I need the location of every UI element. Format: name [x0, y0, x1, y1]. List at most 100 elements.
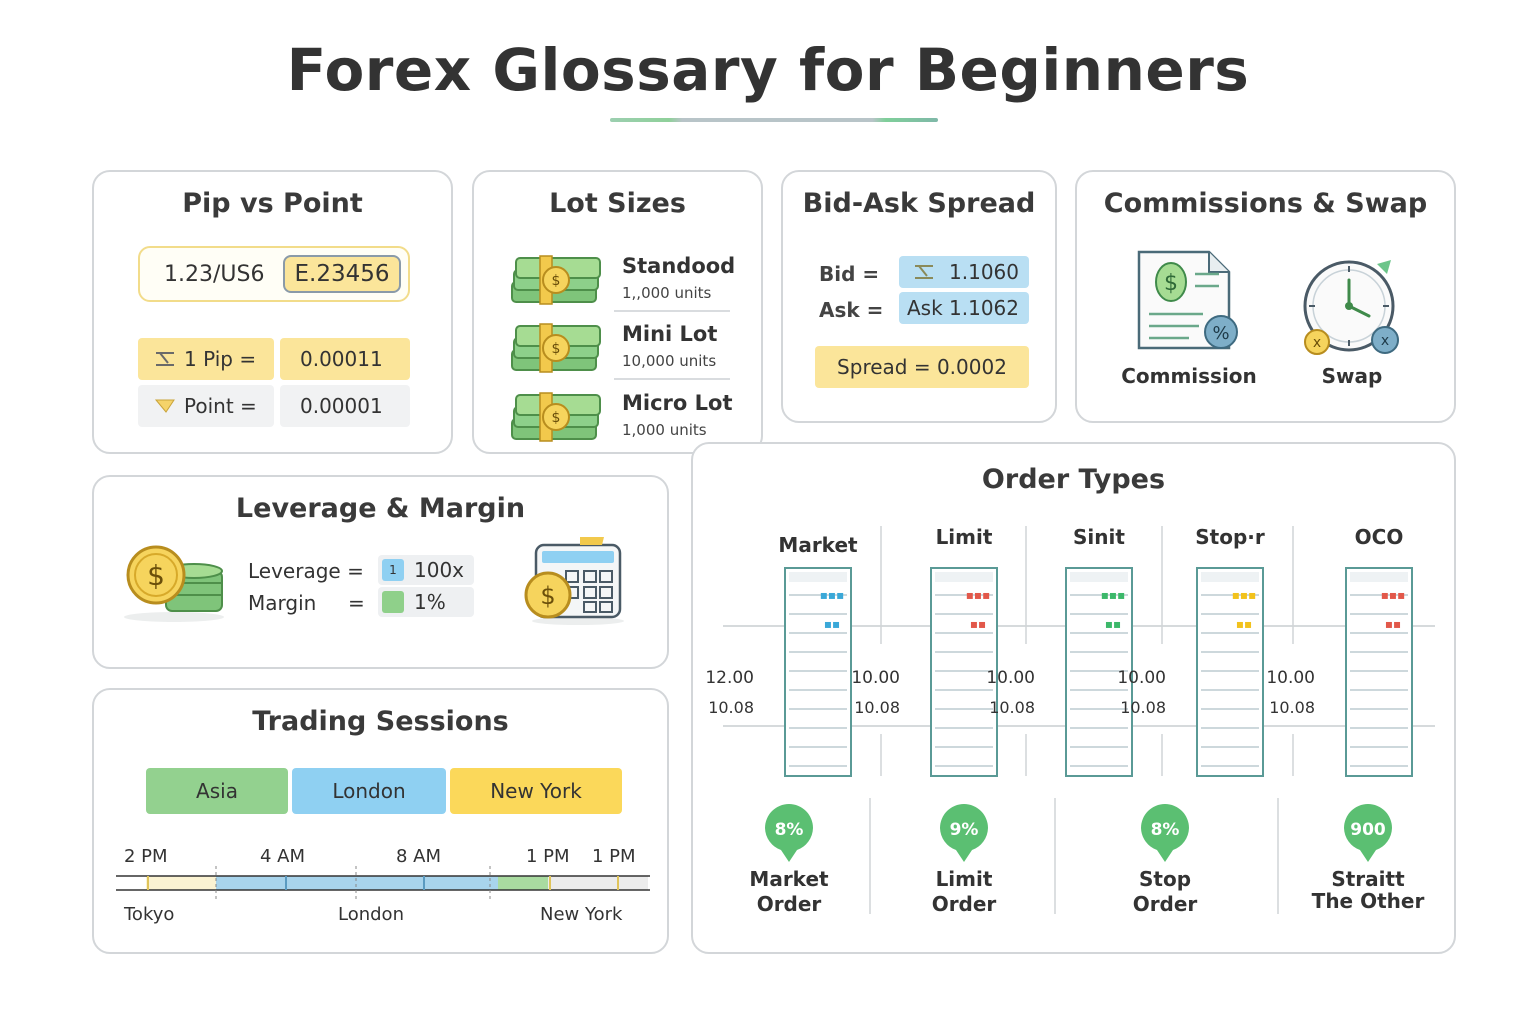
- page-title: Forex Glossary for Beginners: [286, 36, 1250, 104]
- point-value: 0.00001: [280, 385, 410, 427]
- price-label: 10.00: [986, 668, 1035, 688]
- pip-value: 0.00011: [280, 338, 410, 380]
- order-footer-label: Straitt: [1331, 867, 1405, 891]
- lot-units: 1,000 units: [622, 421, 707, 439]
- ask-value: Ask 1.1062: [899, 292, 1029, 324]
- ladder-header-bar: [1070, 572, 1128, 582]
- session-pill-asia: Asia: [146, 768, 288, 814]
- price-label: 10.00: [1117, 668, 1166, 688]
- bid-ask-title: Bid-Ask Spread: [802, 188, 1036, 219]
- price-label: 10.08: [1120, 698, 1166, 717]
- price-label: 10.08: [708, 698, 754, 717]
- time-label: 1 PM: [592, 846, 636, 867]
- bid-ask-card: Bid-Ask Spread Bid = 1.1060 Ask = Ask 1.…: [781, 170, 1057, 423]
- coins-stack-icon: $: [124, 545, 224, 622]
- order-footer-label: Market: [749, 867, 829, 891]
- badge-text: 8%: [775, 820, 804, 840]
- margin-label: Margin: [248, 591, 317, 615]
- ask-label: Ask =: [819, 298, 884, 322]
- svg-text:$: $: [552, 341, 561, 357]
- lot-item-standard: $ Standood 1,,000 units: [510, 252, 740, 314]
- order-mark: ▪▪: [1385, 617, 1401, 631]
- lot-units: 1,,000 units: [622, 284, 712, 302]
- order-mark: ▪▪▪: [1381, 588, 1405, 602]
- order-types-diagram: Market▪▪▪▪▪12.0010.08Limit▪▪▪▪▪10.0010.0…: [705, 525, 1435, 916]
- swap-label: Swap: [1321, 364, 1383, 388]
- pip-marker-icon: [156, 352, 174, 366]
- badge-text: 900: [1350, 820, 1386, 840]
- lot-name: Micro Lot: [622, 391, 733, 415]
- price-label: 10.00: [1266, 668, 1315, 688]
- bid-label: Bid =: [819, 262, 880, 286]
- order-column-header: Sinit: [1073, 525, 1125, 549]
- quote-box: 1.23/US6 E.23456: [138, 246, 410, 302]
- badge-text: 8%: [1151, 820, 1180, 840]
- price-label: 12.00: [705, 668, 754, 688]
- order-footer-label: Limit: [936, 867, 993, 891]
- quote-left: 1.23/US6: [164, 262, 265, 287]
- margin-chip: [382, 591, 404, 613]
- badge-pin-icon: [940, 804, 988, 862]
- svg-text:x: x: [1313, 335, 1321, 351]
- city-label: Tokyo: [124, 904, 175, 925]
- leverage-chip: 1: [382, 559, 404, 581]
- order-footer-label: Order: [757, 892, 822, 916]
- svg-text:$: $: [147, 559, 165, 592]
- invoice-dollar-icon: $ %: [1137, 250, 1238, 350]
- time-label: 1 PM: [526, 846, 570, 867]
- lot-sizes-title: Lot Sizes: [549, 188, 686, 219]
- order-types-title: Order Types: [981, 464, 1166, 495]
- clock-swap-icon: x x: [1303, 260, 1399, 355]
- point-marker-icon: [154, 399, 175, 413]
- calculator-coin-icon: $: [524, 537, 624, 625]
- margin-equals: =: [348, 591, 365, 615]
- time-label: 4 AM: [260, 846, 306, 867]
- time-label: 2 PM: [124, 846, 168, 867]
- margin-value-cell: 1%: [378, 587, 474, 617]
- city-label: London: [338, 904, 404, 925]
- city-label: New York: [540, 904, 623, 925]
- session-pill-new-york: New York: [450, 768, 622, 814]
- svg-text:$: $: [552, 410, 561, 426]
- order-mark: ▪▪: [1105, 617, 1121, 631]
- bid-value: 1.1060: [949, 260, 1019, 284]
- point-label: Point =: [184, 394, 257, 418]
- trading-sessions-title: Trading Sessions: [252, 706, 509, 737]
- leverage-title: Leverage & Margin: [235, 493, 526, 524]
- lot-sizes-card: Lot Sizes $ Standood 1,,000 units $ Mini…: [472, 170, 763, 454]
- lot-units: 10,000 units: [622, 352, 717, 370]
- lot-name: Mini Lot: [622, 322, 718, 346]
- margin-value: 1%: [414, 590, 446, 614]
- svg-text:$: $: [540, 582, 555, 610]
- cash-stack-icon: $: [511, 255, 601, 305]
- session-timeline: [116, 866, 650, 900]
- leverage-value: 100x: [414, 558, 465, 582]
- order-column-header: Stop·r: [1195, 525, 1265, 549]
- trading-sessions-card: Trading Sessions Asia London New York 2 …: [92, 688, 669, 954]
- badge-pin-icon: [1344, 804, 1392, 862]
- commissions-card: Commissions & Swap $ % Commission x x Sw…: [1075, 170, 1456, 423]
- ladder-header-bar: [935, 572, 993, 582]
- bid-value-cell: 1.1060: [899, 256, 1029, 288]
- order-column-header: OCO: [1355, 525, 1404, 549]
- svg-text:$: $: [1164, 271, 1178, 296]
- order-mark: ▪▪: [1236, 617, 1252, 631]
- commissions-title: Commissions & Swap: [1103, 188, 1428, 219]
- cash-stack-icon: $: [511, 392, 601, 442]
- commission-label: Commission: [1121, 364, 1257, 388]
- pip-vs-point-title: Pip vs Point: [182, 188, 363, 219]
- lot-item-mini: $ Mini Lot 10,000 units: [510, 320, 740, 382]
- ladder-header-bar: [1201, 572, 1259, 582]
- order-column-header: Limit: [936, 525, 993, 549]
- quote-highlight: E.23456: [283, 255, 401, 293]
- price-label: 10.08: [1269, 698, 1315, 717]
- svg-text:$: $: [552, 273, 561, 289]
- divider: [614, 310, 730, 312]
- svg-text:x: x: [1381, 333, 1389, 349]
- leverage-label: Leverage =: [248, 559, 364, 583]
- lot-name: Standood: [622, 254, 736, 278]
- badge-text: 9%: [950, 820, 979, 840]
- order-mark: ▪▪: [970, 617, 986, 631]
- badge-pin-icon: [765, 804, 813, 862]
- title-underline: [610, 118, 938, 122]
